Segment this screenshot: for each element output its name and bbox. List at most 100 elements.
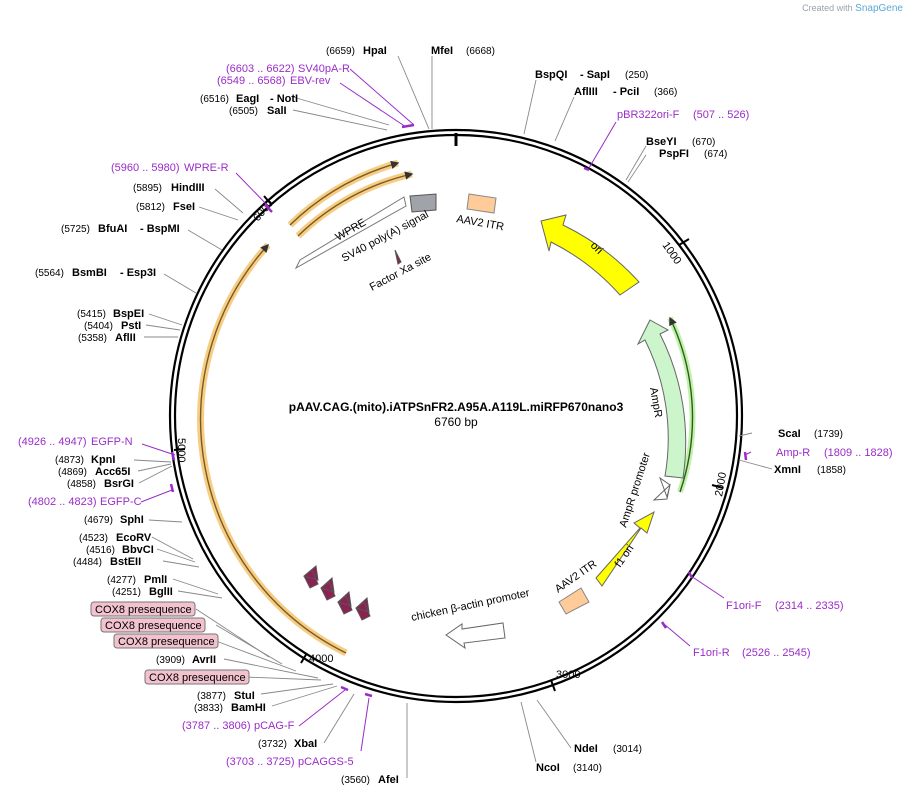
site-name-bspqi[interactable]: BspQI (535, 69, 567, 81)
site-pos-acc65i: (4869) (58, 467, 87, 478)
site-pos-bspei: (5415) (77, 309, 106, 320)
cox8-box-3[interactable] (113, 633, 219, 649)
primer-range-egfp-n: (4926 .. 4947) (18, 436, 87, 448)
primer-name-pcaggs-5[interactable]: pCAGGS-5 (298, 756, 354, 768)
site-name-bamhi[interactable]: BamHI (231, 702, 266, 714)
tick-label-2000: 2000 (713, 471, 729, 497)
snapgene-credit: Created with SnapGene (802, 3, 903, 14)
site-pos-ndei: (3014) (613, 744, 642, 755)
tick-3000 (550, 679, 556, 692)
site-pos-sali: (6505) (229, 106, 258, 117)
site-name-bspmi[interactable]: - BspMI (140, 223, 180, 235)
site-pos-bamhi: (3833) (194, 703, 223, 714)
insert-arc (199, 243, 347, 654)
site-name-xbai[interactable]: XbaI (294, 738, 317, 750)
site-name-xmni[interactable]: XmnI (774, 464, 801, 476)
aav2-itr-bottom-feature[interactable] (558, 587, 590, 615)
site-name-bseyi[interactable]: BseYI (646, 136, 677, 148)
site-name-bfuai[interactable]: BfuAI (98, 223, 127, 235)
factor-xa-feature[interactable] (394, 249, 402, 265)
cox8-label-4: COX8 presequence (149, 672, 246, 684)
cox8-arrow-2[interactable] (320, 576, 336, 601)
site-name-pcii[interactable]: - PciI (613, 86, 639, 98)
tick-6000 (263, 195, 272, 205)
leader-lines (133, 55, 773, 778)
site-name-sali[interactable]: SalI (267, 105, 287, 117)
site-name-ecorv[interactable]: EcoRV (116, 532, 152, 544)
site-name-scai[interactable]: ScaI (778, 428, 801, 440)
factor-xa-label: Factor Xa site (368, 251, 434, 293)
primer-ticks (169, 123, 748, 698)
site-name-mfei[interactable]: MfeI (431, 45, 453, 57)
cox8-arrow-1[interactable] (302, 565, 319, 589)
site-name-eagi[interactable]: EagI (236, 93, 259, 105)
credit-prefix: Created with (802, 3, 853, 13)
primer-name-amp-r[interactable]: Amp-R (776, 447, 810, 459)
site-name-hindiii[interactable]: HindIII (171, 182, 205, 194)
site-pos-bsmbi: (5564) (35, 268, 64, 279)
primer-name-egfp-c[interactable]: EGFP-C (100, 496, 142, 508)
primer-name-f1ori-f[interactable]: F1ori-F (726, 600, 762, 612)
cox8-box-2[interactable] (100, 617, 206, 633)
cba-promoter-feature[interactable] (445, 622, 506, 650)
cox8-arrow-3[interactable] (337, 590, 353, 615)
site-name-esp3i[interactable]: - Esp3I (120, 267, 156, 279)
site-name-afliii-top[interactable]: AflIII (574, 86, 598, 98)
f1-ori-feature[interactable] (595, 510, 655, 587)
cox8-box-1[interactable] (90, 601, 196, 617)
primer-range-f1ori-r: (2526 .. 2545) (742, 647, 811, 659)
site-name-avrii[interactable]: AvrII (192, 654, 216, 666)
wpre-feature[interactable] (294, 196, 407, 270)
site-name-pspfi[interactable]: PspFI (659, 148, 689, 160)
site-name-bsrgi[interactable]: BsrGI (104, 478, 134, 490)
site-name-psti[interactable]: PstI (121, 320, 141, 332)
primer-name-pbr322ori-f[interactable]: pBR322ori-F (617, 109, 680, 121)
site-name-bglii[interactable]: BglII (149, 586, 173, 598)
site-pos-eagi: (6516) (200, 94, 229, 105)
site-name-sphi[interactable]: SphI (120, 514, 144, 526)
site-name-kpni[interactable]: KpnI (91, 454, 115, 466)
tick-4000 (300, 652, 308, 664)
site-name-pmli[interactable]: PmlI (144, 574, 167, 586)
site-name-hpai[interactable]: HpaI (363, 45, 387, 57)
site-name-bspei[interactable]: BspEI (113, 308, 144, 320)
primer-range-f1ori-f: (2314 .. 2335) (775, 600, 844, 612)
primer-name-f1ori-r[interactable]: F1ori-R (693, 647, 730, 659)
site-pos-hindiii: (5895) (133, 183, 162, 194)
aav2-itr-top-feature[interactable] (466, 193, 497, 214)
sv40-polya-feature[interactable] (409, 193, 437, 213)
site-name-sapi[interactable]: - SapI (580, 69, 610, 81)
cox8-arrow-4[interactable] (355, 596, 371, 621)
site-pos-scai: (1739) (814, 429, 843, 440)
site-name-bbvci[interactable]: BbvCI (122, 544, 154, 556)
primer-range-pcag-f: (3787 .. 3806) (182, 720, 251, 732)
site-name-afei[interactable]: AfeI (378, 774, 399, 786)
site-name-stui[interactable]: StuI (234, 690, 255, 702)
cox8-label-3: COX8 presequence (118, 636, 215, 648)
cox8-box-4[interactable] (144, 669, 250, 685)
site-name-ndei[interactable]: NdeI (574, 743, 598, 755)
site-name-ncoi[interactable]: NcoI (536, 762, 560, 774)
site-name-bsteii[interactable]: BstEII (110, 556, 141, 568)
ori-feature[interactable] (540, 214, 640, 296)
site-name-bsmbi[interactable]: BsmBI (72, 267, 107, 279)
site-name-aflii[interactable]: AflII (115, 332, 136, 344)
ampr-feature[interactable] (636, 319, 687, 479)
primer-name-egfp-n[interactable]: EGFP-N (91, 436, 133, 448)
ampr-promoter-feature[interactable] (652, 476, 671, 501)
cox8-label-2: COX8 presequence (105, 620, 202, 632)
primer-name-ebv-rev[interactable]: EBV-rev (290, 75, 331, 87)
site-pos-bspqi: (250) (625, 70, 648, 81)
snapgene-logo: SnapGene (855, 3, 903, 14)
site-name-noti[interactable]: - NotI (270, 93, 298, 105)
primer-name-sv40pa-r[interactable]: SV40pA-R (298, 63, 350, 75)
primer-range-pcaggs-5: (3703 .. 3725) (226, 756, 295, 768)
site-pos-afei: (3560) (341, 775, 370, 786)
tick-5000 (173, 448, 186, 451)
primer-name-wpre-r[interactable]: WPRE-R (184, 162, 229, 174)
site-pos-ncoi: (3140) (573, 763, 602, 774)
primer-range-ebv-rev: (6549 .. 6568) (217, 75, 286, 87)
site-name-acc65i[interactable]: Acc65I (95, 466, 130, 478)
site-name-fsei[interactable]: FseI (173, 201, 195, 213)
primer-name-pcag-f[interactable]: pCAG-F (254, 720, 295, 732)
